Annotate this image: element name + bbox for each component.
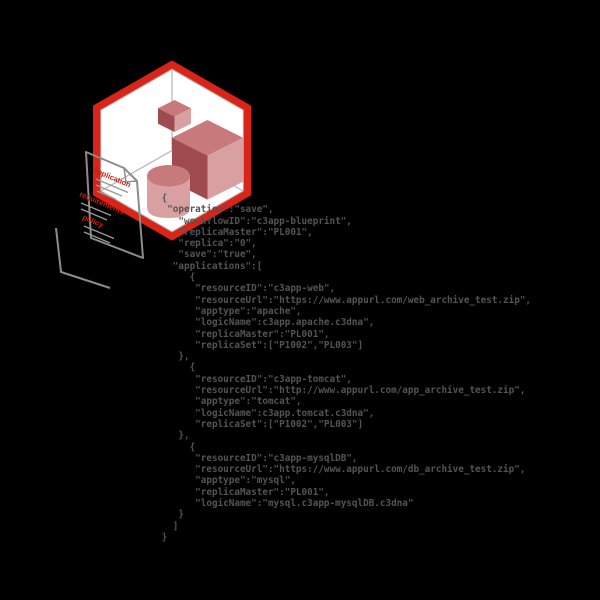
card-line: [83, 231, 111, 244]
cylinder-body: [147, 175, 190, 218]
card-lines-application: [95, 178, 129, 201]
card-line: [83, 225, 115, 240]
large-cube-top-face: [172, 120, 243, 156]
large-cube-right-face: [207, 137, 243, 200]
card-line: [95, 178, 129, 194]
small-cube-icon: [158, 100, 191, 132]
small-cube-top-face: [158, 100, 191, 117]
card-outline: [85, 151, 144, 259]
cylinder-top: [147, 165, 190, 187]
hexagon-inner-wireframe: [100, 68, 244, 233]
card-fold-corner-icon: [123, 167, 138, 183]
card-line: [95, 184, 123, 197]
card-line: [80, 208, 108, 221]
card-lines-policy: [83, 225, 115, 244]
back-sheet-corner: [55, 227, 111, 289]
card-lines-requirements: [80, 202, 112, 221]
json-code-block: { "operation":"save", "workflowID":"c3ap…: [161, 193, 532, 543]
database-cylinder-icon: [147, 165, 190, 218]
small-cube-left-face: [158, 108, 175, 132]
card-line: [96, 190, 117, 201]
card-line: [80, 202, 112, 217]
small-cube-right-face: [174, 108, 191, 132]
